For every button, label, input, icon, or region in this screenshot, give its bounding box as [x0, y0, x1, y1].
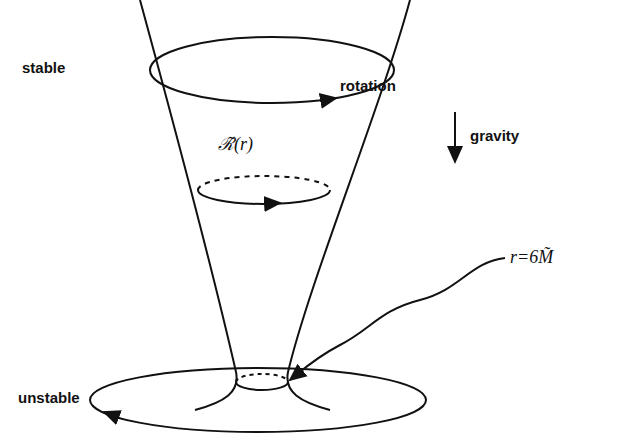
orbit-front — [236, 382, 288, 390]
rotation-arrow — [320, 98, 336, 101]
region-label: stable — [22, 60, 65, 77]
orbit-front — [198, 190, 330, 204]
radius-label: r=6M̃ — [510, 248, 553, 268]
leader-line — [290, 258, 505, 380]
rotation-arrow — [265, 203, 280, 204]
orbit-back — [236, 374, 288, 382]
orbit-back — [198, 176, 330, 190]
rotation-arrow — [104, 412, 120, 418]
force-label: gravity — [470, 128, 519, 145]
funnel-wall — [287, 0, 410, 410]
function-label: ℛ̃(r) — [218, 135, 253, 155]
region-label: unstable — [18, 390, 80, 407]
flat-disk — [90, 368, 426, 432]
gravity-arrow — [454, 112, 456, 162]
motion-label: rotation — [340, 78, 396, 95]
